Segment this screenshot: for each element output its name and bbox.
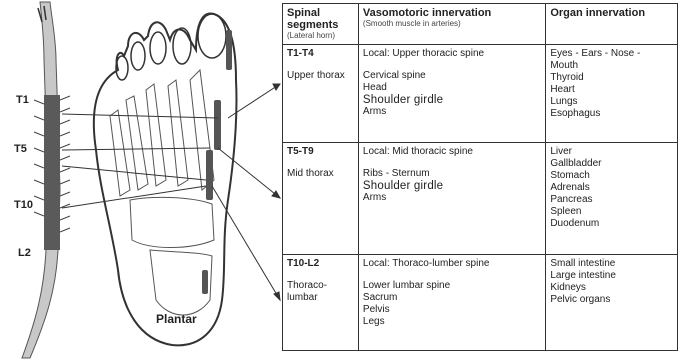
vaso-local: Local: Upper thoracic spine: [363, 48, 541, 60]
segment-region: Upper thorax: [287, 70, 354, 82]
organ-cell: Liver Gallbladder Stomach Adrenals Pancr…: [546, 143, 678, 255]
table-row: T5-T9 Mid thorax Local: Mid thoracic spi…: [283, 143, 678, 255]
vaso-item: Arms: [363, 106, 541, 118]
organ-item: Kidneys: [550, 282, 673, 294]
header-segments-label: Spinal segments: [287, 7, 338, 31]
segment-cell: T5-T9 Mid thorax: [283, 143, 359, 255]
organ-item: Pelvic organs: [550, 294, 673, 306]
vaso-cell: Local: Mid thoracic spine Ribs - Sternum…: [358, 143, 545, 255]
organ-item: Large intestine: [550, 270, 673, 282]
segment-cell: T1-T4 Upper thorax: [283, 45, 359, 143]
vaso-item: Lower lumbar spine: [363, 280, 541, 292]
vaso-item: Head: [363, 82, 541, 94]
segment-name: T1-T4: [287, 48, 354, 60]
organ-item: Liver: [550, 146, 673, 158]
segment-name: T10-L2: [287, 258, 354, 270]
organ-item: Mouth: [550, 60, 673, 72]
vaso-item: Shoulder girdle: [363, 180, 541, 192]
organ-item: Thyroid: [550, 72, 673, 84]
organ-item: Lungs: [550, 96, 673, 108]
segment-region: Thoraco-: [287, 280, 354, 292]
vaso-item: Cervical spine: [363, 70, 541, 82]
organ-item: Gallbladder: [550, 158, 673, 170]
organ-item: Stomach: [550, 170, 673, 182]
segment-region-cont: lumbar: [287, 292, 354, 304]
vaso-item: Ribs - Sternum: [363, 168, 541, 180]
spine-segment-band: [44, 95, 60, 250]
vaso-cell: Local: Thoraco-lumber spine Lower lumbar…: [358, 255, 545, 351]
organ-item: Heart: [550, 84, 673, 96]
vaso-item: Pelvis: [363, 304, 541, 316]
vaso-cell: Local: Upper thoracic spine Cervical spi…: [358, 45, 545, 143]
vaso-local: Local: Thoraco-lumber spine: [363, 258, 541, 270]
segment-name: T5-T9: [287, 146, 354, 158]
header-organ: Organ innervation: [546, 4, 678, 45]
segment-region: Mid thorax: [287, 168, 354, 180]
organ-cell: Small intestine Large intestine Kidneys …: [546, 255, 678, 351]
vaso-item: Legs: [363, 316, 541, 328]
organ-item: Spleen: [550, 206, 673, 218]
header-vasomotoric: Vasomotoric innervation (Smooth muscle i…: [358, 4, 545, 45]
header-spinal-segments: Spinal segments (Lateral horn): [283, 4, 359, 45]
foot-outline: [94, 13, 237, 345]
spine-label-t5: T5: [14, 143, 27, 155]
organ-item: Adrenals: [550, 182, 673, 194]
vaso-item: Sacrum: [363, 292, 541, 304]
innervation-table: Spinal segments (Lateral horn) Vasomotor…: [282, 3, 678, 351]
organ-item: Duodenum: [550, 218, 673, 230]
organ-item: Esophagus: [550, 108, 673, 120]
organ-item: Small intestine: [550, 258, 673, 270]
spine-label-t10: T10: [14, 199, 33, 211]
spine-label-l2: L2: [18, 247, 31, 259]
table-row: T1-T4 Upper thorax Local: Upper thoracic…: [283, 45, 678, 143]
header-segments-sub: (Lateral horn): [287, 31, 354, 40]
vaso-item: Arms: [363, 192, 541, 204]
segment-cell: T10-L2 Thoraco- lumbar: [283, 255, 359, 351]
table-header-row: Spinal segments (Lateral horn) Vasomotor…: [283, 4, 678, 45]
vaso-item: Shoulder girdle: [363, 94, 541, 106]
plantar-label: Plantar: [156, 312, 197, 326]
header-vaso-sub: (Smooth muscle in arteries): [363, 19, 541, 28]
header-organ-label: Organ innervation: [550, 7, 645, 19]
organ-cell: Eyes - Ears - Nose - Mouth Thyroid Heart…: [546, 45, 678, 143]
header-vaso-label: Vasomotoric innervation: [363, 7, 491, 19]
spine-label-t1: T1: [16, 94, 29, 106]
vaso-local: Local: Mid thoracic spine: [363, 146, 541, 158]
organ-item: Pancreas: [550, 194, 673, 206]
organ-item: Eyes - Ears - Nose -: [550, 48, 673, 60]
table-row: T10-L2 Thoraco- lumbar Local: Thoraco-lu…: [283, 255, 678, 351]
